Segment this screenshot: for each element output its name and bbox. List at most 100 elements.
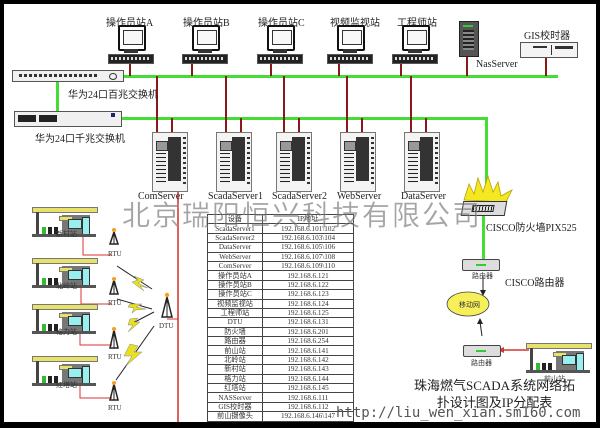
ip-cell: 192.168.6.144 [262,373,354,385]
wireless-link [116,265,153,290]
ip-cell: 192.168.6.146\147 [262,411,354,422]
rtu-tower-icon [109,327,119,349]
ip-cell: 192.168.6.107\108 [262,251,354,262]
device-cell: 红塔站 [207,383,263,394]
station-label: 北岭站 [56,282,77,290]
workstation-label: 操作员站B [183,18,230,29]
wireless-bolt [127,317,141,333]
video-monitor-station[interactable] [324,25,374,65]
workstation-a[interactable] [105,25,155,65]
drop-line [545,58,547,76]
lan-100m-bus [122,75,558,78]
device-cell: ComServer [207,260,263,272]
cisco-router[interactable] [462,259,500,271]
data-server[interactable] [404,132,440,192]
device-cell: NASServer [207,392,263,403]
ip-cell: 192.168.6.111 [262,392,354,403]
ip-cell: 192.168.6.105\106 [262,242,354,253]
switch-1000m-label: 华为24口千兆交换机 [35,134,125,145]
gas-station[interactable] [32,304,98,344]
dtu-label: DTU [159,322,174,330]
ip-cell: 192.168.6.121 [262,270,354,281]
dtu-tower-icon [161,292,173,318]
arrow-head [477,318,483,324]
drop-line [400,60,402,76]
ip-cell: 192.168.6.145 [262,383,354,394]
switch-1000m [14,111,122,127]
title-line-2: 扑设计图及IP分配表 [436,395,553,410]
ip-cell: 192.168.6.254 [262,336,354,347]
firewall-uplink [485,117,488,187]
fire-icon [463,174,513,203]
station-label: 新村站 [56,230,77,238]
rtu-label: RTU [108,250,122,258]
device-cell: 格力站 [207,373,263,385]
ip-cell: 192.168.6.201 [262,326,354,338]
rtu-label: RTU [108,353,122,361]
network-topology-diagram: 华为24口百兆交换机 华为24口千兆交换机 操作员站A 操作员站B 操作员站C … [4,4,596,422]
serial-line [177,182,179,422]
ip-cell: 192.168.6.122 [262,279,354,291]
firewall-router-link [482,214,485,264]
lan-1000m-bus [122,117,488,120]
company-watermark: 北京瑞阳恒兴科技有限公司 [122,199,483,232]
link-overlay [79,174,529,399]
gas-station-qianshan[interactable] [526,343,592,383]
ip-cell: 192.168.6.109\110 [262,260,354,272]
nas-server-icon[interactable] [459,21,479,57]
switch-100m [12,70,124,82]
ip-cell: 192.168.6.103\104 [262,232,354,244]
drop-line [410,76,412,134]
gis-clock-icon[interactable] [520,42,578,58]
rtu-label: RTU [108,404,122,412]
device-cell: 工程师站 [207,307,263,319]
web-server[interactable] [340,132,376,192]
drop-line [466,56,468,76]
wireless-bolt [123,343,143,367]
drop-line [156,76,158,134]
drop-line [298,118,300,134]
device-cell: 操作员站C [207,289,263,300]
station-label: 前山站 [544,375,565,383]
router-label: CISCO路由器 [505,278,565,289]
com-server[interactable] [152,132,188,192]
gis-label: GIS校时器 [524,31,571,42]
workstation-c[interactable] [254,25,304,65]
scada-server-1[interactable] [216,132,252,192]
engineer-station[interactable] [389,25,439,65]
remote-router[interactable] [463,345,501,357]
wireless-bolt [131,275,149,292]
device-cell: 操作员站A [207,270,263,281]
gas-station[interactable] [32,258,98,298]
workstation-b[interactable] [179,25,229,65]
gas-station[interactable] [32,356,98,396]
drop-line [425,118,427,134]
device-cell: 北岭站 [207,354,263,366]
server-label: ScadaServer2 [272,191,327,202]
ip-cell: 192.168.6.131 [262,317,354,328]
ip-cell: 192.168.6.125 [262,307,354,319]
url-watermark: http://liu_wen_xian.sm160.com [336,405,581,421]
gas-station[interactable] [32,207,98,247]
device-cell: WebServer [207,251,263,262]
device-cell: ScadaServer2 [207,232,263,244]
device-cell: 路由器 [207,336,263,347]
rtu-tower-icon [109,381,119,401]
drop-line [129,60,131,76]
title-line-1: 珠海燃气SCADA系统网络拓 [414,378,576,393]
device-cell: DataServer [207,242,263,253]
scada-server-2[interactable] [276,132,312,192]
